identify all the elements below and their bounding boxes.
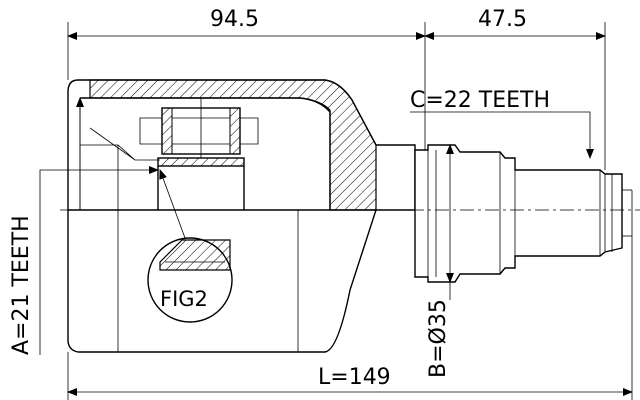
dim-94-5: 94.5 [210,7,259,32]
output-shaft [414,144,633,283]
fig2-label: FIG2 [160,287,208,311]
length-label: L=149 [318,365,391,390]
fig2-callout: FIG2 [147,169,233,323]
dimension-lines [39,22,633,400]
spline-a-label: A=21 TEETH [9,215,34,355]
dim-47-5: 47.5 [478,7,527,32]
joint-housing [67,79,416,353]
spline-c-label: C=22 TEETH [410,88,550,113]
diameter-b-label: B=Ø35 [426,299,451,378]
